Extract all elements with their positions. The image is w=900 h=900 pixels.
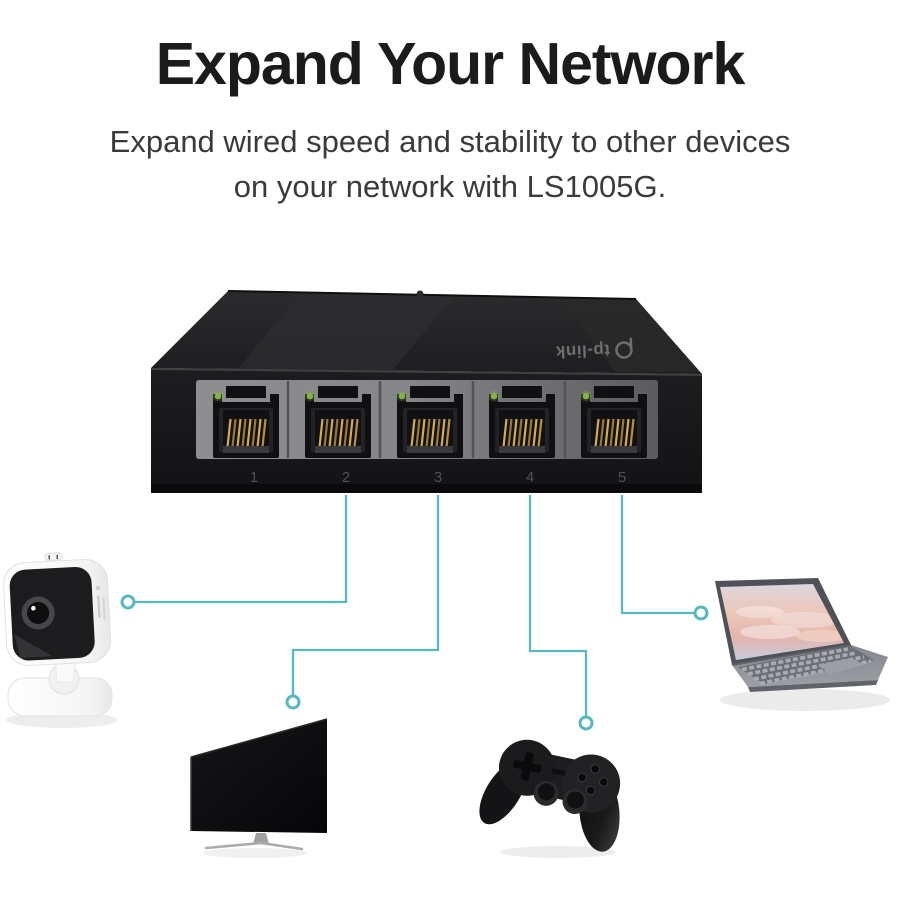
port-label-4: 4 xyxy=(526,469,534,486)
page-title: Expand Your Network xyxy=(155,31,746,97)
port-label-5: 5 xyxy=(618,469,626,486)
port-label-2: 2 xyxy=(342,469,350,486)
network-diagram: tp-link 1 2 3 4 5 xyxy=(3,290,890,858)
connection-line-port2-camera xyxy=(135,495,348,604)
connection-line-port4-controller xyxy=(528,495,588,716)
case-notch xyxy=(416,290,424,298)
tp-link-logo: tp-link xyxy=(555,337,633,362)
port-label-1: 1 xyxy=(250,469,258,486)
header: Expand Your Network Expand wired speed a… xyxy=(0,0,900,210)
subtitle: Expand wired speed and stability to othe… xyxy=(0,120,900,210)
connector-dot-controller xyxy=(578,715,594,731)
network-switch: tp-link 1 2 3 4 5 xyxy=(150,290,703,493)
connector-dot-tv xyxy=(285,694,301,710)
port-panel xyxy=(196,380,658,460)
connection-line-port5-laptop xyxy=(620,495,694,615)
subtitle-line-1: Expand wired speed and stability to othe… xyxy=(109,124,791,159)
brand-wordmark: tp-link xyxy=(555,341,610,362)
security-camera-icon xyxy=(3,552,118,728)
laptop-trackpad xyxy=(818,658,864,674)
laptop-icon xyxy=(715,578,890,711)
tv-icon xyxy=(190,718,328,858)
subtitle-line-2: on your network with LS1005G. xyxy=(233,168,667,204)
screen-wallpaper xyxy=(736,606,844,642)
connector-dot-laptop xyxy=(693,605,709,621)
game-controller-icon xyxy=(479,739,621,858)
camera-mic xyxy=(44,552,63,561)
connector-dot-camera xyxy=(120,594,136,610)
connection-line-port3-tv xyxy=(291,495,440,695)
connection-lines xyxy=(120,495,709,731)
port-label-3: 3 xyxy=(434,469,442,486)
